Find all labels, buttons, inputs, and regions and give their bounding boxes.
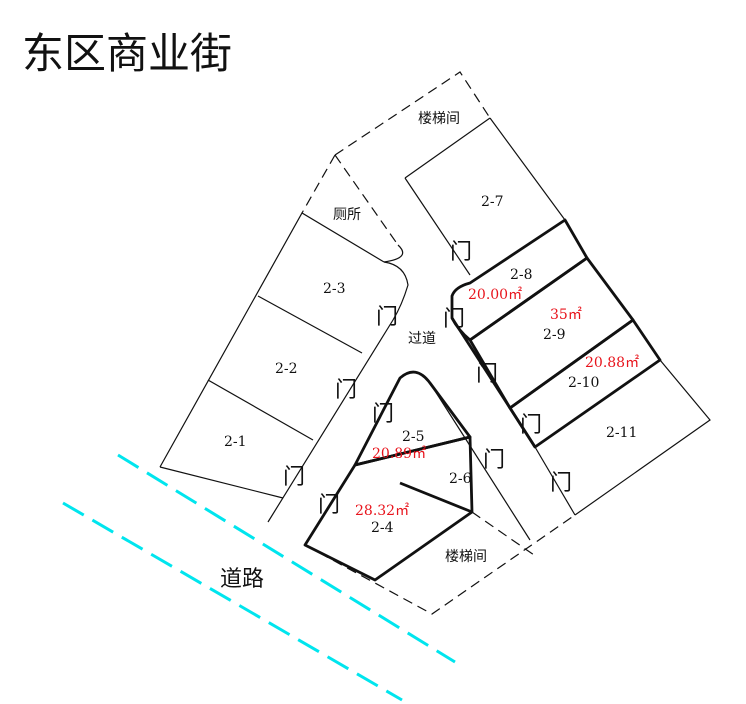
door-2-2: 门 bbox=[335, 378, 357, 403]
outline-top bbox=[334, 71, 491, 156]
road-edge-upper bbox=[117, 453, 456, 664]
unit-2-6-label: 2-6 bbox=[449, 471, 472, 487]
unit-2-5-label: 2-5 bbox=[402, 429, 425, 445]
door-2-3: 门 bbox=[376, 305, 398, 330]
plan-title: 东区商业街 bbox=[22, 29, 232, 78]
unit-2-10-label: 2-10 bbox=[568, 375, 599, 391]
toilet-label: 厕所 bbox=[333, 207, 361, 223]
unit-2-8-area: 20.00㎡ bbox=[468, 287, 522, 303]
wall-2-11-left bbox=[534, 446, 576, 516]
unit-2-10-area: 20.88㎡ bbox=[585, 355, 639, 371]
toilet-diagonal bbox=[334, 154, 399, 246]
corridor-label: 过道 bbox=[408, 331, 436, 347]
unit-2-8-label: 2-8 bbox=[510, 267, 533, 283]
unit-2-10-left-edge bbox=[508, 407, 537, 448]
unit-2-4-label: 2-4 bbox=[371, 520, 394, 536]
unit-2-11-label: 2-11 bbox=[606, 425, 637, 441]
unit-2-5-area: 20.89㎡ bbox=[372, 446, 426, 462]
door-2-9: 门 bbox=[476, 362, 498, 387]
road bbox=[62, 453, 456, 702]
unit-2-9-area: 35㎡ bbox=[550, 307, 582, 323]
unit-2-4-area: 28.32㎡ bbox=[355, 503, 409, 519]
stairs-bottom-label: 楼梯间 bbox=[445, 549, 487, 565]
thin-walls bbox=[159, 117, 711, 541]
toilet-curve bbox=[383, 244, 404, 263]
highlighted-units bbox=[303, 218, 662, 582]
unit-2-5-outline bbox=[353, 370, 472, 467]
door-2-10: 门 bbox=[520, 413, 542, 438]
wall-2-11-outer bbox=[574, 359, 711, 516]
door-2-8: 门 bbox=[443, 307, 465, 332]
left-block-corridor-edge bbox=[267, 261, 409, 523]
door-2-4: 门 bbox=[318, 493, 340, 518]
doors: 门 门 门 门 门 门 门 门 门 门 门 bbox=[283, 240, 572, 518]
wall-2-7-left bbox=[404, 177, 471, 276]
unit-2-1-label: 2-1 bbox=[224, 434, 247, 450]
unit-2-7-label: 2-7 bbox=[481, 194, 504, 210]
wall-2-4-2-6 bbox=[399, 481, 473, 514]
wall-2-3-2-2 bbox=[257, 295, 363, 354]
door-2-7: 门 bbox=[450, 240, 472, 265]
door-2-11: 门 bbox=[550, 471, 572, 496]
door-2-6: 门 bbox=[483, 448, 505, 473]
left-block-top bbox=[159, 212, 385, 468]
stairs-top-label: 楼梯间 bbox=[418, 111, 460, 127]
unit-2-4-outline bbox=[303, 435, 474, 582]
unit-2-3-label: 2-3 bbox=[323, 281, 346, 297]
wall-2-7-top bbox=[404, 117, 491, 179]
left-block-bottom bbox=[159, 466, 284, 499]
road-label: 道路 bbox=[220, 567, 264, 592]
labels: 厕所 楼梯间 楼梯间 过道 2-3 2-2 2-1 2-7 2-8 20.00㎡… bbox=[224, 111, 639, 565]
corridor-right-edge-lower bbox=[429, 382, 531, 541]
unit-2-2-label: 2-2 bbox=[275, 361, 298, 377]
building-outline bbox=[301, 71, 576, 615]
unit-2-9-label: 2-9 bbox=[543, 327, 566, 343]
wall-2-2-2-1 bbox=[207, 379, 314, 441]
stair-divider bbox=[471, 511, 535, 556]
outline-left-top bbox=[301, 154, 336, 214]
outline-bottom bbox=[304, 514, 576, 615]
door-2-1: 门 bbox=[283, 465, 305, 490]
unit-2-9-left-edge bbox=[450, 317, 512, 409]
door-2-5: 门 bbox=[372, 402, 394, 427]
wall-2-7-right bbox=[489, 117, 566, 221]
road-edge-lower bbox=[62, 501, 403, 702]
